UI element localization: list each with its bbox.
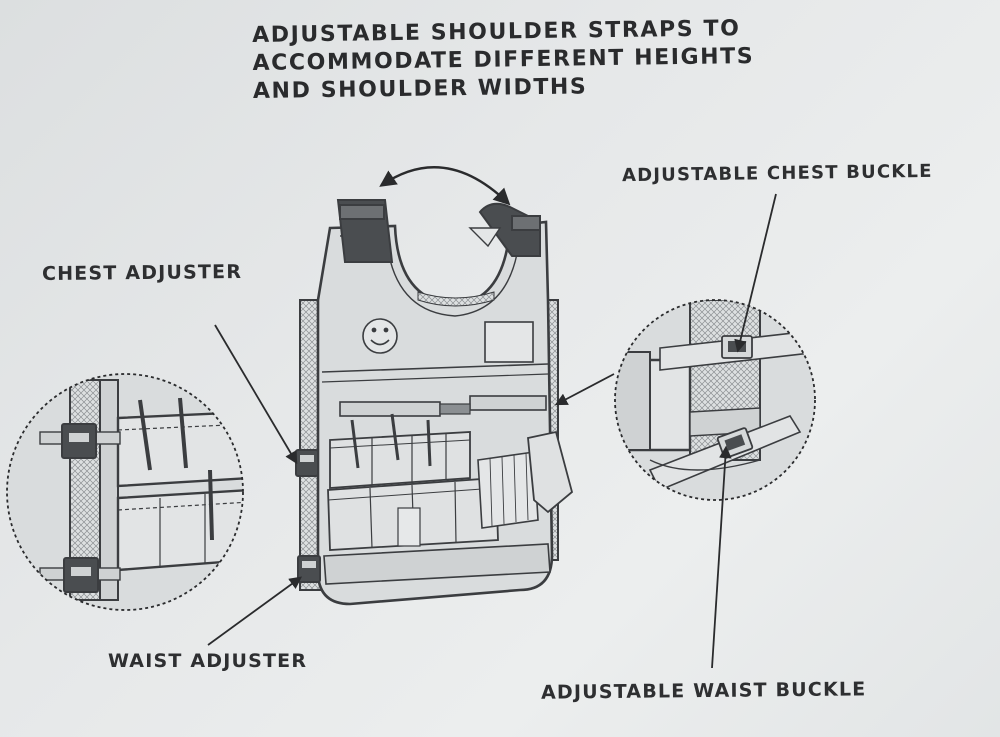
label-chest-buckle: ADJUSTABLE CHEST BUCKLE <box>621 160 933 187</box>
zoom-circle-right <box>614 299 816 501</box>
label-waist-buckle: ADJUSTABLE WAIST BUCKLE <box>540 678 867 704</box>
smiley-icon <box>362 318 398 354</box>
leader-chest-buckle <box>734 193 777 353</box>
leader-waist-buckle <box>711 445 732 669</box>
chest-waist-adjuster-zoom <box>7 374 243 610</box>
leader-waist-adjuster <box>207 576 303 646</box>
shoulder-adjust-arrow <box>379 166 511 206</box>
leader-chest-adjuster <box>214 324 298 465</box>
label-chest-adjuster: CHEST ADJUSTER <box>41 260 243 286</box>
label-waist-adjuster: WAIST ADJUSTER <box>108 650 308 672</box>
vest-main <box>295 199 574 606</box>
zoom-circle-left <box>6 373 244 611</box>
leader-vest-to-zoom <box>554 373 615 406</box>
